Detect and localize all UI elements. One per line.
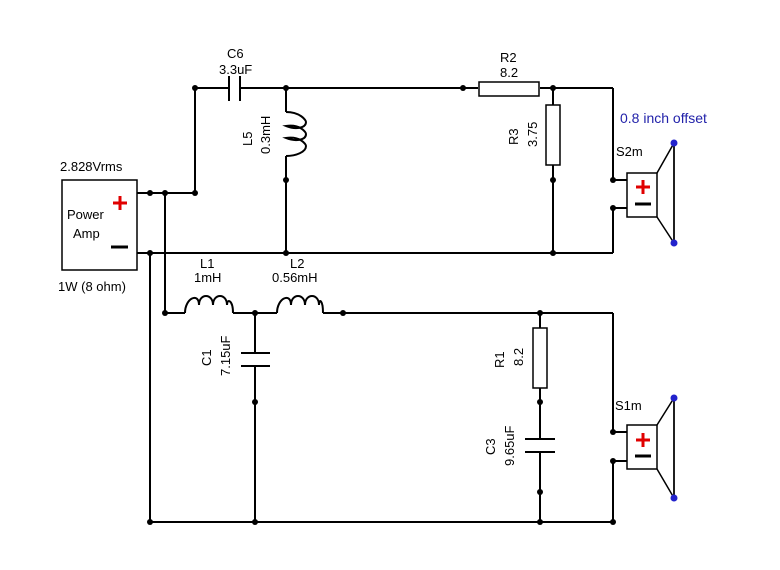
r1-name: R1 <box>492 351 507 368</box>
l1-value: 1mH <box>194 270 221 285</box>
l1-name: L1 <box>200 256 214 271</box>
c3-name: C3 <box>483 438 498 455</box>
l2-value: 0.56mH <box>272 270 318 285</box>
s1m-name: S1m <box>615 398 642 413</box>
s1m-plus-icon <box>636 433 650 447</box>
power-amp: Power Amp 2.828Vrms 1W (8 ohm) <box>58 159 138 294</box>
power-amp-box <box>61 179 138 271</box>
amp-plus-icon <box>113 196 127 210</box>
amp-voltage: 2.828Vrms <box>60 159 123 174</box>
resistor-r1: R1 8.2 <box>492 327 548 389</box>
power-amp-label-line1: Power <box>67 207 105 222</box>
r3-value: 3.75 <box>525 122 540 147</box>
capacitor-c1: C1 7.15uF <box>199 335 270 376</box>
resistor-r2: R2 8.2 <box>478 50 540 97</box>
speaker-s2m: S2m 0.8 inch offset <box>616 110 707 247</box>
s2m-tip-top <box>670 139 678 147</box>
s2m-tip-bottom <box>670 239 678 247</box>
inductor-l1: L1 1mH <box>184 256 234 314</box>
capacitor-c3: C3 9.65uF <box>483 425 555 466</box>
s2m-plus-icon <box>636 180 650 194</box>
s2m-magnet <box>626 172 658 218</box>
l2-name: L2 <box>290 256 304 271</box>
inductor-l5: L5 0.3mH <box>240 111 308 157</box>
c1-name: C1 <box>199 349 214 366</box>
r3-name: R3 <box>506 128 521 145</box>
resistor-r3: R3 3.75 <box>506 104 561 166</box>
c1-value: 7.15uF <box>218 335 233 376</box>
power-amp-label-line2: Amp <box>73 226 100 241</box>
r2-value: 8.2 <box>500 65 518 80</box>
r2-name: R2 <box>500 50 517 65</box>
r1-value: 8.2 <box>511 348 526 366</box>
speaker-s1m: S1m <box>615 394 678 502</box>
c6-value: 3.3uF <box>219 62 252 77</box>
c6-name: C6 <box>227 46 244 61</box>
amp-power-rating: 1W (8 ohm) <box>58 279 126 294</box>
l5-name: L5 <box>240 132 255 146</box>
l5-value: 0.3mH <box>258 116 273 154</box>
wires <box>137 87 627 523</box>
capacitor-c6: C6 3.3uF <box>219 46 252 101</box>
inductor-l2: L2 0.56mH <box>272 256 324 314</box>
c3-value: 9.65uF <box>502 425 517 466</box>
s2m-name: S2m <box>616 144 643 159</box>
s1m-tip-top <box>670 394 678 402</box>
s1m-tip-bottom <box>670 494 678 502</box>
s2m-offset-note: 0.8 inch offset <box>620 110 707 126</box>
junction-dots <box>147 85 616 525</box>
